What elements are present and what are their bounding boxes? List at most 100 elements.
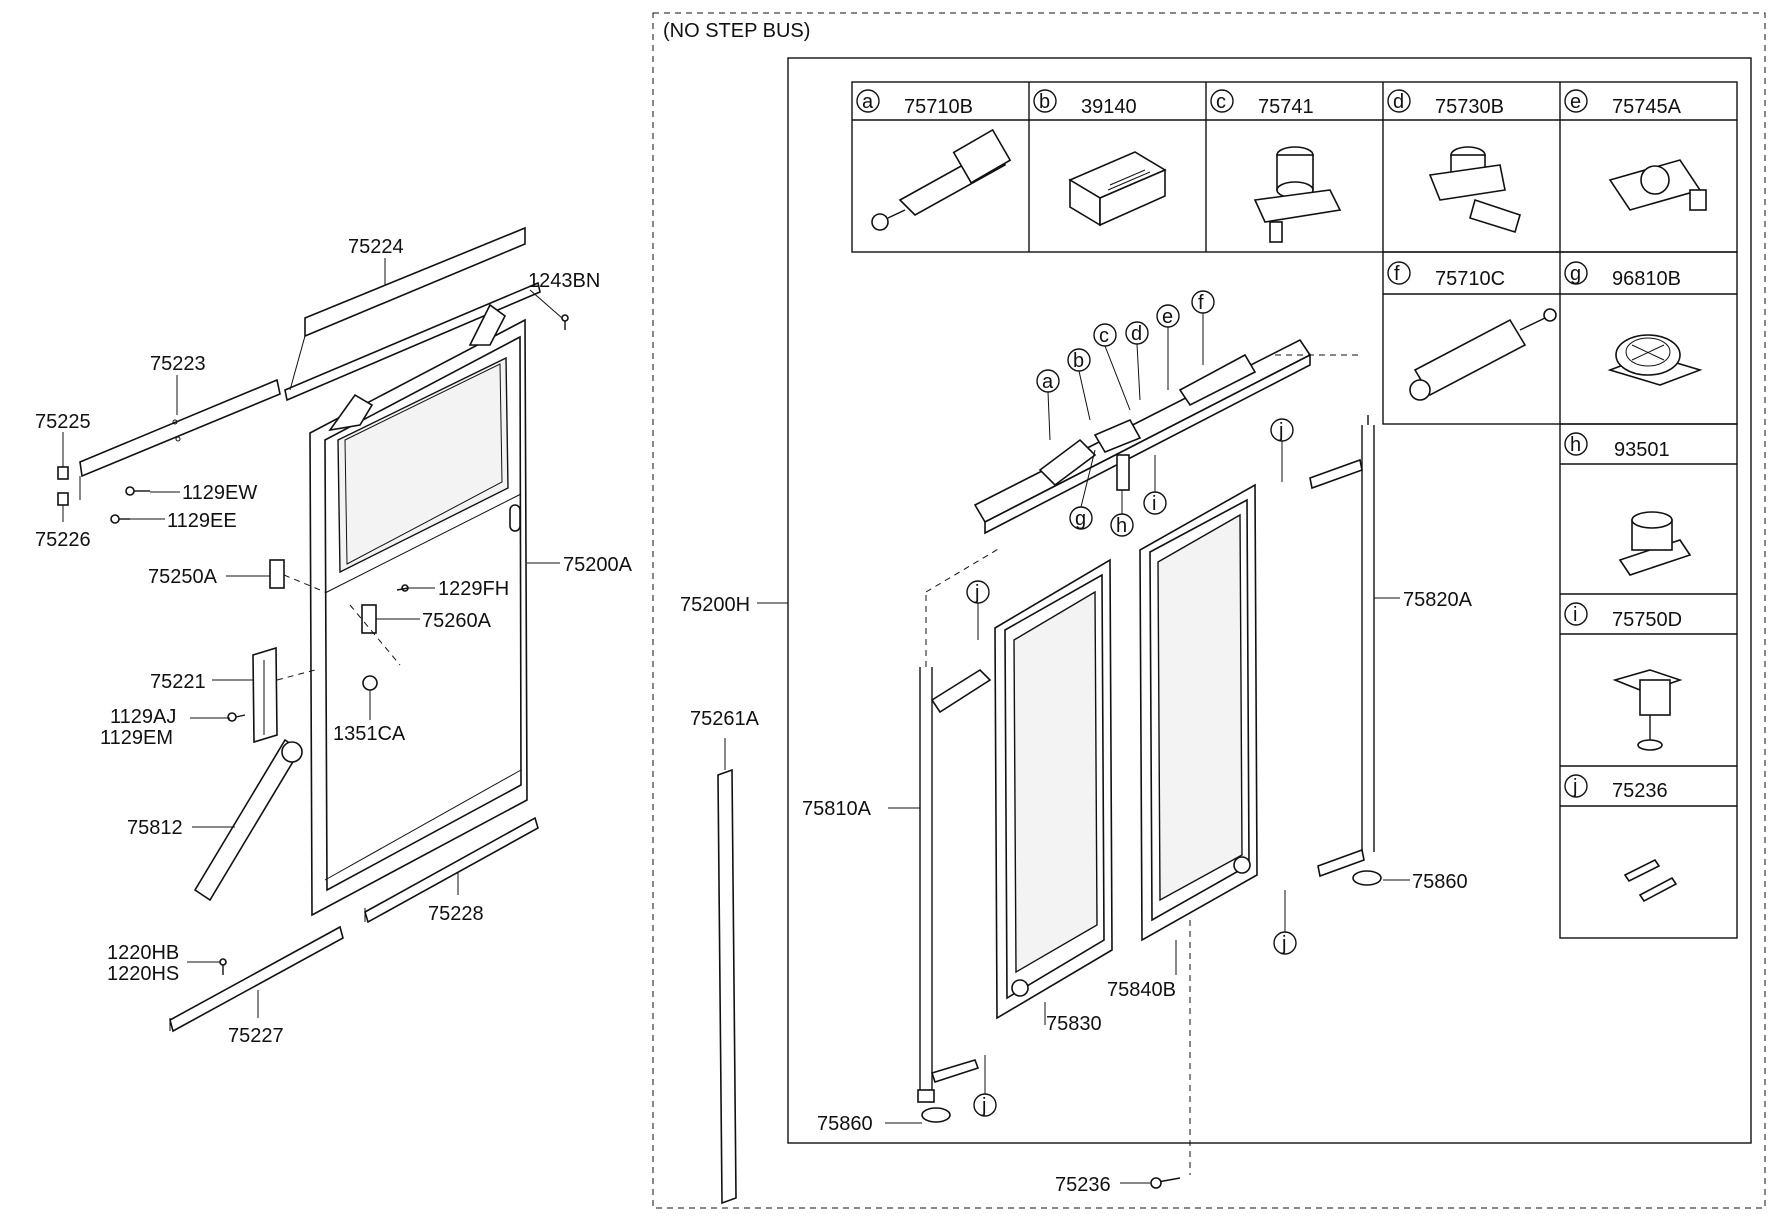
marker-j1: j xyxy=(1270,418,1294,482)
valve-75730B xyxy=(1428,146,1521,234)
screw-1243BN xyxy=(561,314,569,330)
callout-75830: 75830 xyxy=(1046,1013,1102,1035)
legend-part-d: 75730B xyxy=(1435,96,1504,118)
callout-1129EM: 1129EM xyxy=(100,727,173,749)
svg-text:c: c xyxy=(1099,325,1109,347)
legend-letter-c: c xyxy=(1216,91,1226,113)
door-leaf-75830 xyxy=(994,558,1113,1020)
legend-entry-g: g 96810B xyxy=(1564,261,1681,290)
svg-text:j: j xyxy=(1281,933,1286,955)
legend-part-g: 96810B xyxy=(1612,268,1681,290)
svg-text:a: a xyxy=(1042,371,1054,393)
callout-75200H: 75200H xyxy=(680,594,750,616)
svg-text:h: h xyxy=(1116,515,1127,537)
rod-75820A xyxy=(1309,415,1375,878)
sensor-75750D xyxy=(1612,669,1683,751)
letter-markers: a b c d e f g h i j j j j xyxy=(966,290,1297,1117)
callout-75812: 75812 xyxy=(127,817,183,839)
bolts-75236 xyxy=(1623,858,1678,903)
marker-e: e xyxy=(1156,304,1180,390)
marker-d: d xyxy=(1125,321,1149,401)
legend-part-c: 75741 xyxy=(1258,96,1314,118)
svg-text:i: i xyxy=(1152,493,1156,515)
legend-entry-b: b 39140 xyxy=(1033,89,1137,118)
callout-1129EE: 1129EE xyxy=(167,510,237,532)
rail-75223 xyxy=(79,378,281,500)
no-step-bus-frame xyxy=(652,12,1766,1209)
legend-letter-h: h xyxy=(1570,434,1581,456)
svg-text:j: j xyxy=(1278,420,1283,442)
mount-75860-left xyxy=(921,1107,951,1123)
callout-1129EW: 1129EW xyxy=(182,482,257,504)
screw-1129EW xyxy=(125,486,150,496)
strip-75227 xyxy=(169,925,344,1033)
callout-75820A: 75820A xyxy=(1403,589,1473,611)
legend-letter-e: e xyxy=(1570,91,1581,113)
callout-75224: 75224 xyxy=(348,236,404,258)
valve-75741 xyxy=(1253,146,1342,243)
marker-g: g xyxy=(1069,449,1096,530)
strip-75261A xyxy=(717,738,737,1205)
legend-entry-e: e 75745A xyxy=(1564,89,1682,118)
actuator-93501 xyxy=(1618,511,1692,576)
legend-part-i: 75750D xyxy=(1612,609,1682,631)
legend-letter-b: b xyxy=(1039,91,1050,113)
bolt-1129AJ xyxy=(227,712,246,722)
legend-entry-a: a 75710B xyxy=(856,89,973,118)
callout-75860-right: 75860 xyxy=(1412,871,1468,893)
legend-part-b: 39140 xyxy=(1081,96,1137,118)
bracket-75260A xyxy=(349,604,401,666)
right-callouts: 75200H 75261A 75820A 75810A 75860 75860 … xyxy=(680,589,1473,1196)
callout-75226: 75226 xyxy=(35,529,91,551)
legend-entry-f: f 75710C xyxy=(1387,261,1505,290)
legend-entry-d: d 75730B xyxy=(1387,89,1504,118)
strip-75228 xyxy=(364,816,539,924)
marker-c: c xyxy=(1093,323,1131,411)
callout-1243BN: 1243BN xyxy=(528,270,600,292)
section-label: (NO STEP BUS) xyxy=(663,20,810,42)
callout-75221: 75221 xyxy=(150,671,206,693)
callout-75225: 75225 xyxy=(35,411,91,433)
callout-1129AJ: 1129AJ xyxy=(110,706,176,728)
marker-j4: j xyxy=(973,1055,997,1117)
callout-1220HS: 1220HS xyxy=(107,963,179,985)
callout-75236: 75236 xyxy=(1055,1174,1111,1196)
svg-text:e: e xyxy=(1162,306,1173,328)
callout-1229FH: 1229FH xyxy=(438,578,509,600)
legend-entry-h: h 93501 xyxy=(1564,432,1670,461)
marker-j2: j xyxy=(966,580,990,640)
callout-75840B: 75840B xyxy=(1107,979,1176,1001)
right-leaders xyxy=(757,597,1410,1184)
hinge-75250A xyxy=(269,559,326,593)
plate-75221 xyxy=(252,646,316,744)
legend-entry-i: i 75750D xyxy=(1564,602,1682,631)
door-leaf-75840B xyxy=(1139,483,1258,942)
clip-75225 xyxy=(57,466,69,480)
callout-1220HB: 1220HB xyxy=(107,942,179,964)
screw-1129EE xyxy=(110,514,130,524)
legend-entry-j: j 75236 xyxy=(1564,774,1668,802)
arm-75812 xyxy=(193,738,303,902)
legend-entry-c: c 75741 xyxy=(1210,89,1314,118)
callout-75228: 75228 xyxy=(428,903,484,925)
legend-letter-a: a xyxy=(862,91,874,113)
callout-75227: 75227 xyxy=(228,1025,284,1047)
svg-text:d: d xyxy=(1131,323,1142,345)
rail-75224 xyxy=(284,226,541,402)
legend-table xyxy=(851,81,1738,939)
legend-letter-d: d xyxy=(1393,91,1404,113)
legend-letter-j: j xyxy=(1572,776,1577,798)
legend-part-a: 75710B xyxy=(904,96,973,118)
bolt-75236-bottom xyxy=(1150,920,1191,1189)
fan-96810B xyxy=(1607,334,1703,386)
legend-part-f: 75710C xyxy=(1435,268,1505,290)
callout-75200A: 75200A xyxy=(563,554,633,576)
legend-letter-i: i xyxy=(1573,604,1577,626)
marker-h: h xyxy=(1110,490,1134,537)
marker-i: i xyxy=(1143,455,1167,515)
marker-b: b xyxy=(1067,348,1091,421)
callout-75223: 75223 xyxy=(150,353,206,375)
callout-75860-left: 75860 xyxy=(817,1113,873,1135)
valve-75745A xyxy=(1608,159,1707,211)
